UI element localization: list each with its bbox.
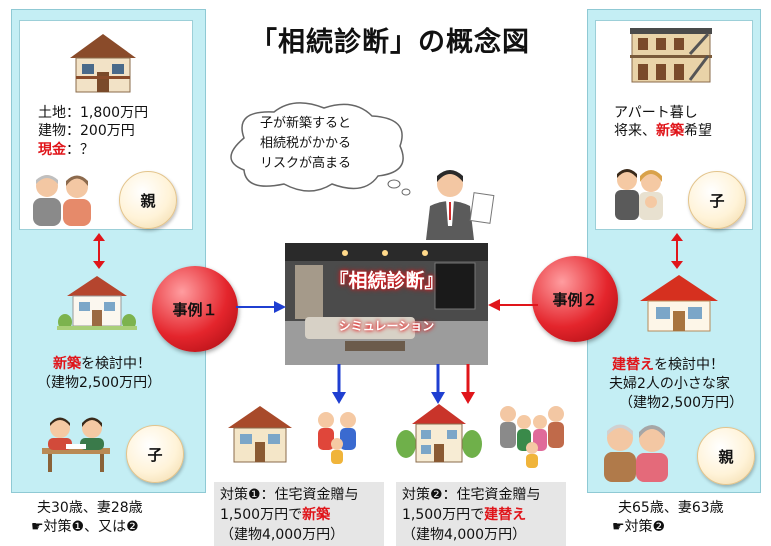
case2-plan-label: 建替え (612, 357, 654, 373)
speech-bubble (230, 102, 411, 196)
measure1-prefix: 1,500万円で (220, 507, 303, 523)
case2-cost: （建物2,500万円） (619, 395, 744, 411)
measure2-red: 建替え (484, 507, 527, 523)
arrow-down-icon (332, 364, 346, 404)
parent-badge-right: 親 (697, 427, 755, 485)
advisor-icon (426, 170, 495, 240)
parent-badge-left: 親 (119, 171, 177, 229)
page-title: 「相続診断」の概念図 (250, 27, 530, 58)
child-living-line1: アパート暮し (614, 105, 698, 121)
house-icon (70, 34, 136, 93)
double-arrow-icon (671, 233, 683, 269)
case2-badge: 事例２ (532, 256, 618, 342)
measure2-prefix: 1,500万円で (402, 507, 485, 523)
bubble-line3: リスクが高まる (260, 156, 352, 171)
measure1-line1: 対策❶：住宅資金贈与 (220, 487, 359, 503)
elderly-couple-icon (604, 424, 668, 482)
measure1-line3: （建物4,000万円） (220, 527, 345, 543)
three-generation-family-icon (500, 406, 564, 468)
rebuilt-home-icon (396, 404, 482, 463)
building-value: 建物：200万円 (38, 123, 135, 139)
right-family-measures: ☛対策❷ (612, 519, 666, 535)
measure2-line2: 1,500万円で建替え (402, 505, 560, 525)
measure2-line3: （建物4,000万円） (402, 527, 527, 543)
child-badge-right: 子 (688, 171, 746, 229)
child-living-red: 新築 (656, 123, 684, 139)
diagnosis-simulation-image: 『相続診断』 シミュレーション (285, 243, 488, 365)
cash-value: 現金：？ (38, 141, 94, 160)
left-family-ages: 夫30歳、妻28歳 (37, 500, 143, 516)
arrow-right-icon (236, 301, 286, 313)
left-family-measures: ☛対策❶、又は❷ (31, 519, 139, 535)
measure1-box: 対策❶：住宅資金贈与 1,500万円で新築 （建物4,000万円） (214, 482, 384, 546)
measure1-red: 新築 (302, 507, 331, 523)
case1-cost: （建物2,500万円） (37, 375, 162, 391)
bubble-line1: 子が新築すると (260, 116, 352, 131)
arrow-down-icon (461, 364, 475, 404)
family-icon (318, 412, 356, 464)
double-arrow-icon (93, 233, 105, 269)
measure1-line2: 1,500万円で新築 (220, 505, 378, 525)
apartment-icon (630, 28, 712, 83)
arrow-down-icon (431, 364, 445, 404)
small-house-icon (640, 275, 718, 332)
bubble-line2: 相続税がかかる (260, 136, 352, 151)
cash-label: 現金 (38, 142, 66, 158)
arrow-left-icon (488, 299, 538, 311)
child-living-prefix: 将来、 (614, 123, 656, 139)
young-couple-icon (42, 417, 110, 472)
young-family-icon (615, 169, 663, 220)
measure2-line1: 対策❷：住宅資金贈与 (402, 487, 541, 503)
cash-unknown: ：？ (66, 142, 94, 158)
case1-plan: 新築を検討中！ (53, 355, 151, 374)
child-living-line2: 将来、新築希望 (614, 122, 712, 141)
simulation-title: 『相続診断』 (329, 270, 444, 292)
case1-plan-suffix: を検討中！ (81, 356, 151, 372)
new-home-icon (228, 406, 292, 463)
living-room-icon (285, 243, 488, 365)
land-value: 土地：1,800万円 (38, 105, 149, 121)
case2-plan: 建替えを検討中！ (612, 356, 724, 375)
right-family-ages: 夫65歳、妻63歳 (618, 500, 724, 516)
child-badge-left: 子 (126, 425, 184, 483)
case2-plan-line2: 夫婦2人の小さな家 (609, 376, 730, 392)
new-house-icon (57, 276, 137, 330)
elderly-couple-icon (33, 175, 91, 226)
child-living-suffix: 希望 (684, 123, 712, 139)
measure2-box: 対策❷：住宅資金贈与 1,500万円で建替え （建物4,000万円） (396, 482, 566, 546)
simulation-subtitle: シミュレーション (338, 319, 435, 333)
case2-plan-suffix: を検討中！ (654, 357, 724, 373)
case1-plan-label: 新築 (53, 356, 81, 372)
case1-badge: 事例１ (152, 266, 238, 352)
